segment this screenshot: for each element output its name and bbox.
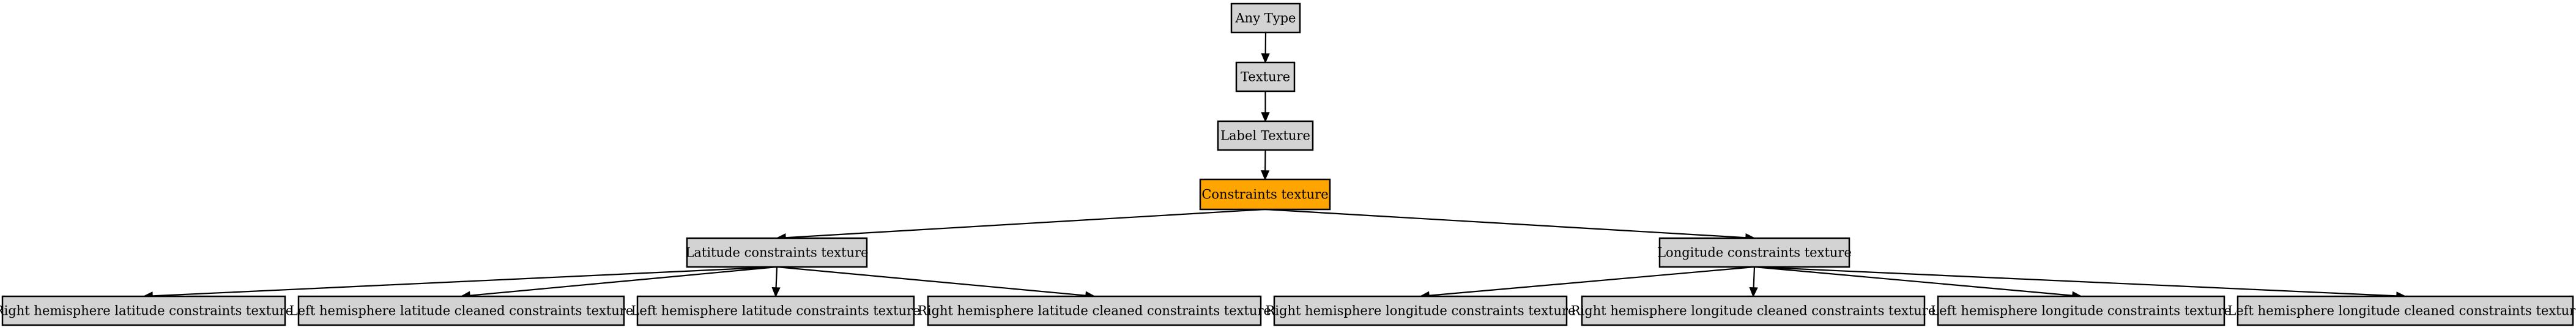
node-right-hemisphere-latitude-cleaned-constraints-texture[interactable]: Right hemisphere latitude cleaned constr… [918, 295, 1271, 326]
edge-longitude-constraints-texture-to-right-hemisphere-longitude-constraints-texture [1419, 266, 1755, 300]
node-label-right-hemisphere-latitude-constraints-texture: Right hemisphere latitude constraints te… [0, 304, 293, 318]
edge-longitude-constraints-texture-to-left-hemisphere-longitude-constraints-texture [1754, 266, 2082, 300]
arrowhead-icon [1261, 53, 1270, 64]
node-label-right-hemisphere-longitude-constraints-texture: Right hemisphere longitude constraints t… [1265, 304, 1575, 318]
edge-latitude-constraints-texture-to-right-hemisphere-latitude-constraints-texture [143, 266, 778, 301]
edge-latitude-constraints-texture-to-right-hemisphere-latitude-cleaned-constraints-texture [776, 266, 1096, 300]
arrowhead-icon [1261, 112, 1270, 122]
node-right-hemisphere-longitude-cleaned-constraints-texture[interactable]: Right hemisphere longitude cleaned const… [1571, 295, 1936, 326]
node-left-hemisphere-longitude-constraints-texture[interactable]: Left hemisphere longitude constraints te… [1931, 295, 2232, 326]
edge-texture-to-label-texture [1261, 91, 1270, 122]
node-label-constraints-texture: Constraints texture [1201, 187, 1328, 202]
node-label-left-hemisphere-longitude-constraints-texture: Left hemisphere longitude constraints te… [1931, 304, 2232, 318]
edge-any-type-to-texture [1261, 32, 1270, 64]
edge-longitude-constraints-texture-to-right-hemisphere-longitude-cleaned-constraints-texture [1749, 266, 1758, 298]
node-label-left-hemisphere-latitude-cleaned-constraints-texture: Left hemisphere latitude cleaned constra… [289, 304, 634, 318]
arrowhead-icon [771, 287, 781, 298]
node-label-any-type: Any Type [1235, 11, 1296, 26]
node-left-hemisphere-latitude-constraints-texture[interactable]: Left hemisphere latitude constraints tex… [631, 295, 921, 326]
node-label-label-texture: Label Texture [1220, 129, 1310, 143]
node-label-latitude-constraints-texture: Latitude constraints texture [685, 246, 868, 260]
node-label-texture[interactable]: Label Texture [1217, 120, 1314, 151]
node-right-hemisphere-longitude-constraints-texture[interactable]: Right hemisphere longitude constraints t… [1265, 295, 1576, 326]
node-texture[interactable]: Texture [1235, 61, 1296, 92]
node-latitude-constraints-texture[interactable]: Latitude constraints texture [685, 237, 869, 268]
node-label-right-hemisphere-latitude-cleaned-constraints-texture: Right hemisphere latitude cleaned constr… [918, 304, 1271, 318]
node-any-type[interactable]: Any Type [1230, 2, 1301, 34]
node-left-hemisphere-latitude-cleaned-constraints-texture[interactable]: Left hemisphere latitude cleaned constra… [289, 295, 634, 326]
edge-constraints-texture-to-longitude-constraints-texture [1264, 208, 1756, 242]
node-label-right-hemisphere-longitude-cleaned-constraints-texture: Right hemisphere longitude cleaned const… [1571, 304, 1936, 318]
arrowhead-icon [1749, 287, 1758, 298]
edge-label-texture-to-constraints-texture [1261, 149, 1270, 181]
node-longitude-constraints-texture[interactable]: Longitude constraints texture [1657, 237, 1852, 268]
edge-longitude-constraints-texture-to-left-hemisphere-longitude-cleaned-constraints-texture [1754, 266, 2407, 301]
node-label-longitude-constraints-texture: Longitude constraints texture [1657, 246, 1852, 260]
node-left-hemisphere-longitude-cleaned-constraints-texture[interactable]: Left hemisphere longitude cleaned constr… [2227, 295, 2576, 326]
node-right-hemisphere-latitude-constraints-texture[interactable]: Right hemisphere latitude constraints te… [0, 295, 293, 326]
edge-latitude-constraints-texture-to-left-hemisphere-latitude-cleaned-constraints-texture [460, 266, 778, 300]
edge-constraints-texture-to-latitude-constraints-texture [776, 208, 1266, 242]
node-constraints-texture[interactable]: Constraints texture [1199, 178, 1331, 211]
edge-latitude-constraints-texture-to-left-hemisphere-latitude-constraints-texture [771, 266, 781, 298]
node-label-texture: Texture [1241, 70, 1290, 84]
arrowhead-icon [1261, 170, 1270, 181]
node-label-left-hemisphere-longitude-cleaned-constraints-texture: Left hemisphere longitude cleaned constr… [2227, 304, 2576, 318]
node-label-left-hemisphere-latitude-constraints-texture: Left hemisphere latitude constraints tex… [631, 304, 920, 318]
